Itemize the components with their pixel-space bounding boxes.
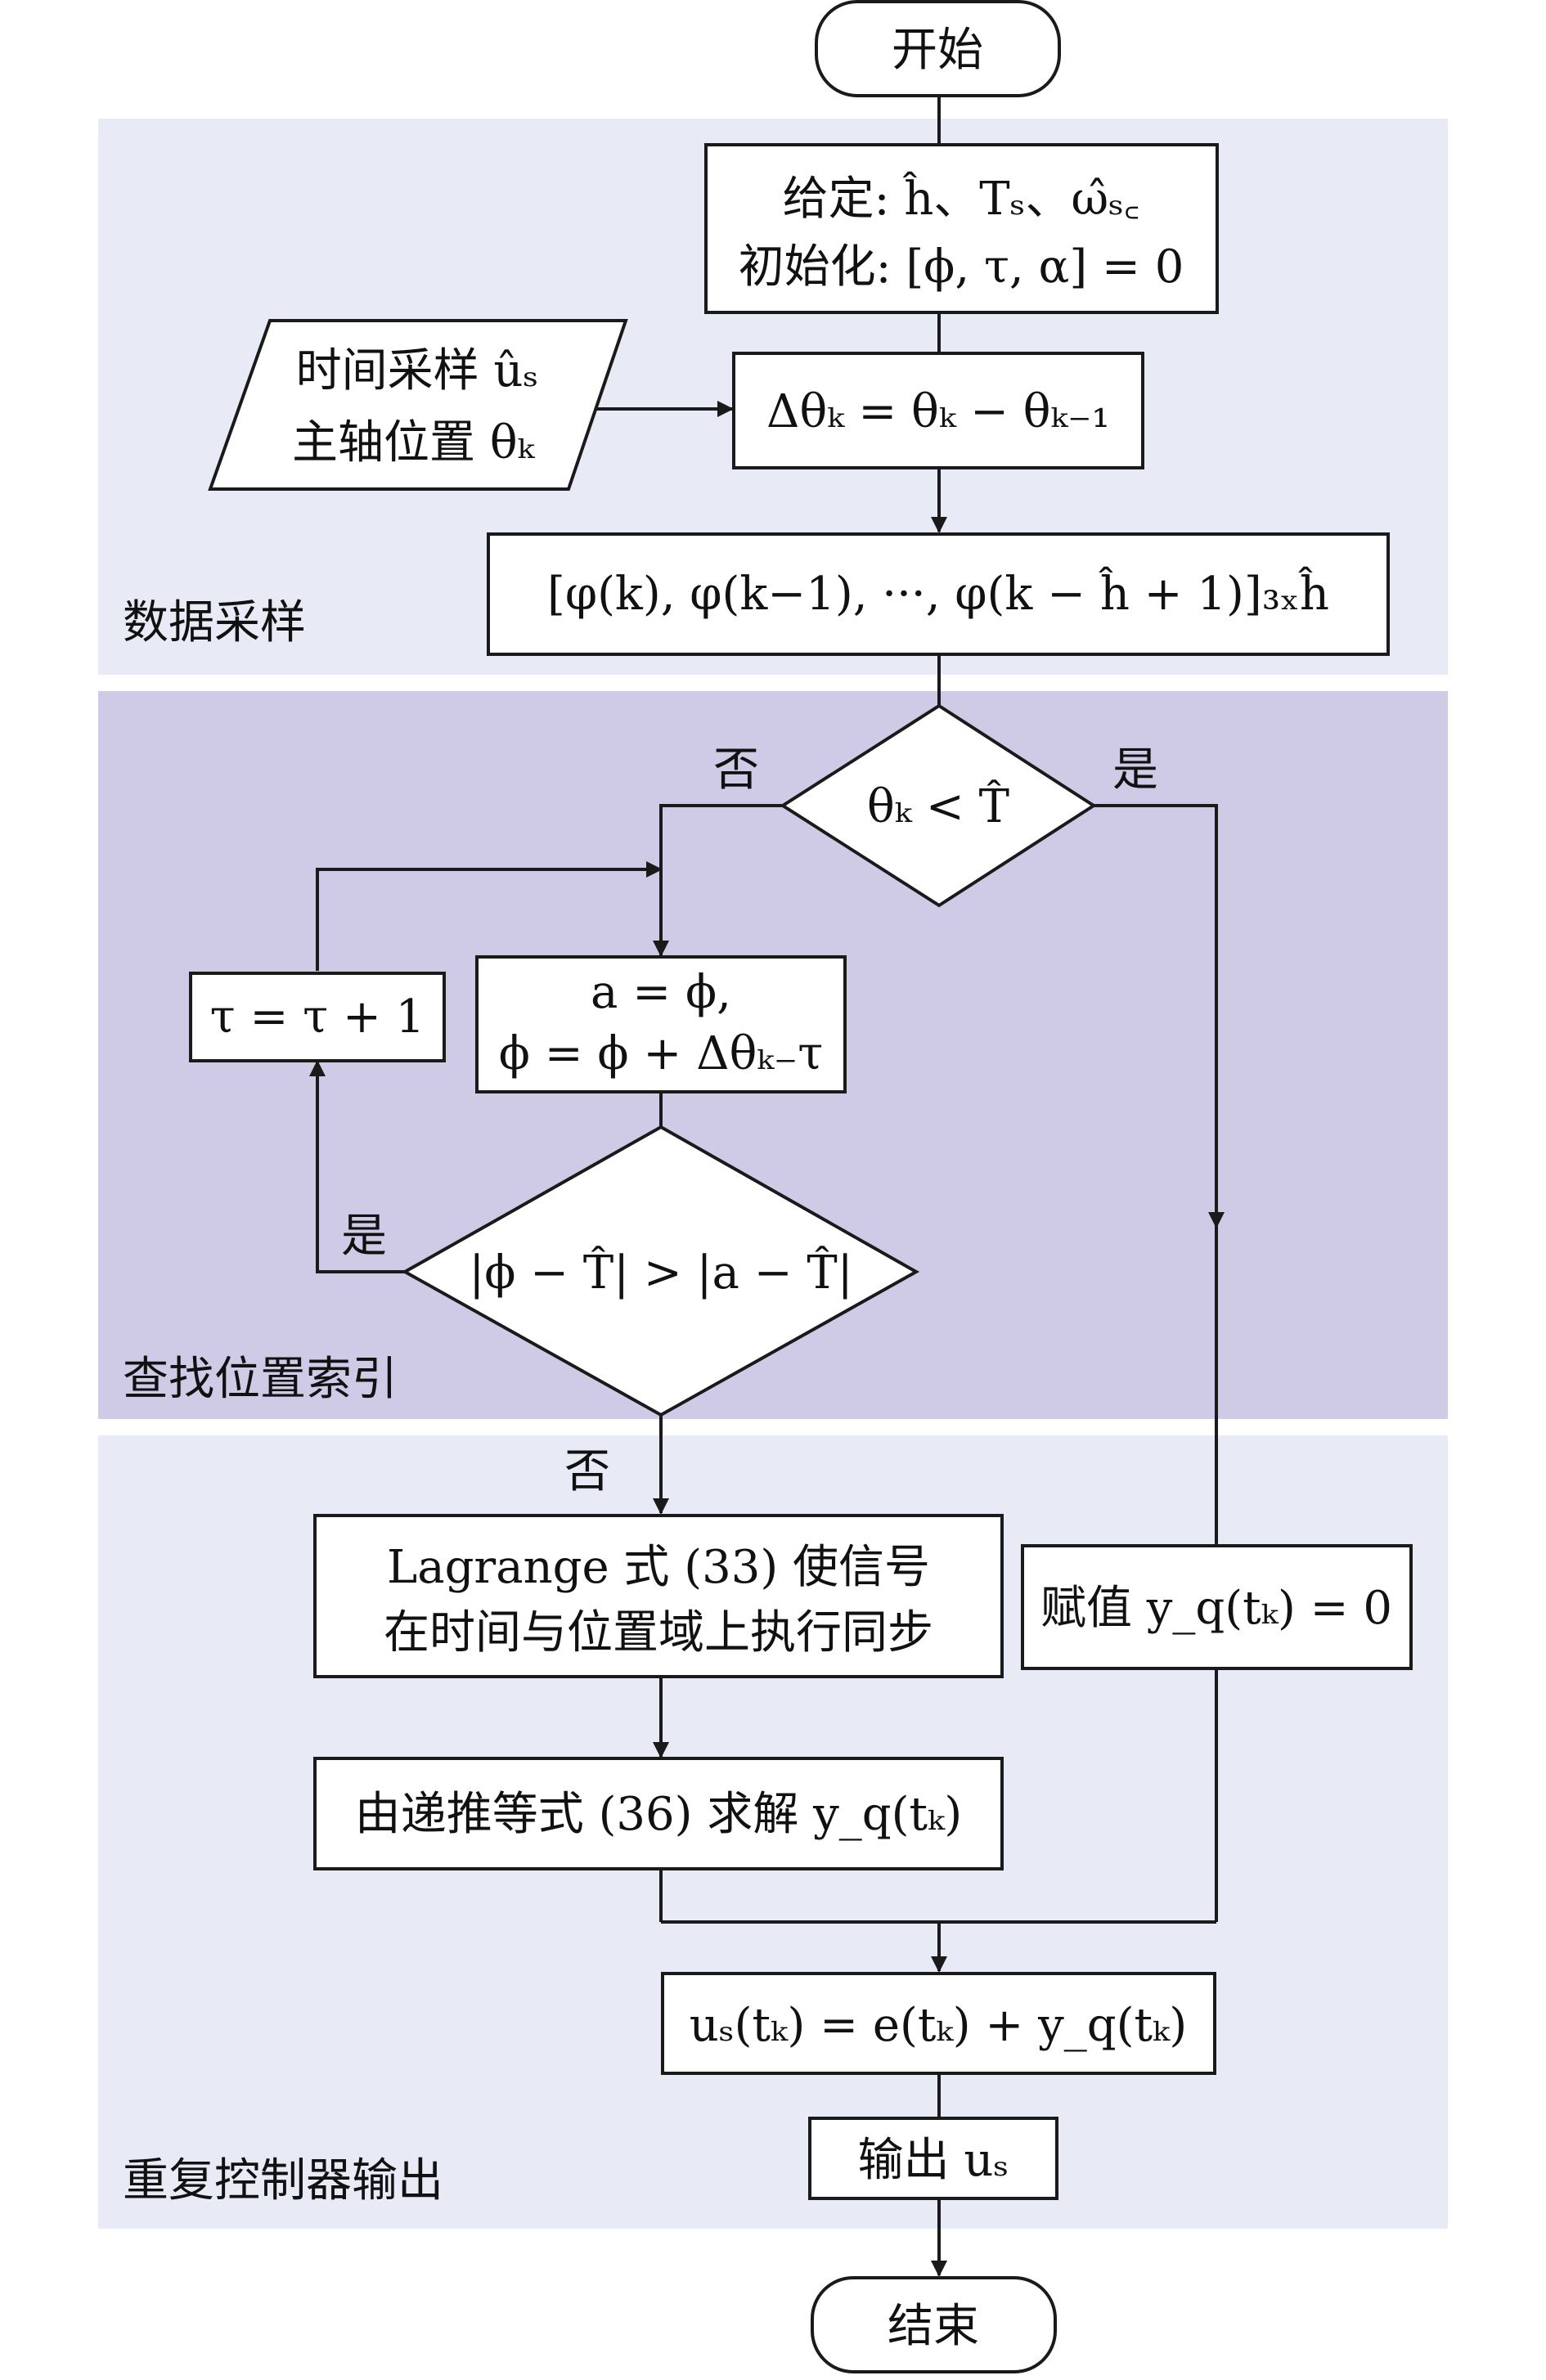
end-label: 结束 bbox=[888, 2300, 979, 2353]
init-line1: 给定: ĥ、Tₛ、ω̂ₛ꜀ bbox=[783, 172, 1140, 226]
output-eq-box bbox=[661, 1972, 1216, 2075]
input-line1: 时间采样 ûₛ bbox=[296, 344, 539, 397]
delta-box bbox=[732, 352, 1144, 469]
lagrange-box bbox=[313, 1514, 1004, 1678]
decision2-label: |ϕ − T̂| > |a − T̂| bbox=[469, 1245, 852, 1300]
delta-label: Δθₖ = θₖ − θₖ₋₁ bbox=[766, 385, 1110, 438]
solve-box bbox=[313, 1757, 1004, 1870]
region-label-rc-output: 重复控制器输出 bbox=[123, 2154, 443, 2207]
solve-label: 由递推等式 (36) 求解 y_q(tₖ) bbox=[355, 1788, 962, 1841]
edge-label-no-1: 否 bbox=[713, 743, 759, 797]
edge-loop-back bbox=[316, 868, 661, 971]
init-box bbox=[704, 143, 1219, 314]
decision2-diamond bbox=[401, 1125, 920, 1417]
matrix-box bbox=[487, 532, 1390, 656]
input-parallelogram bbox=[208, 319, 628, 491]
output-label: 输出 uₛ bbox=[858, 2134, 1009, 2187]
matrix-label: [φ(k), φ(k−1), ···, φ(k − ĥ + 1)]₃ₓĥ bbox=[547, 567, 1329, 621]
region-label-find-index: 查找位置索引 bbox=[123, 1353, 398, 1406]
output-eq-label: uₛ(tₖ) = e(tₖ) + y_q(tₖ) bbox=[690, 1999, 1187, 2052]
start-node bbox=[815, 0, 1061, 97]
edge-label-yes-1: 是 bbox=[1112, 743, 1158, 797]
edge-decision2-yes bbox=[309, 1060, 405, 1273]
assign-line2: ϕ = ϕ + Δθₖ₋τ bbox=[499, 1027, 824, 1080]
decision1-diamond bbox=[780, 703, 1097, 908]
edge-decision1-no bbox=[653, 804, 783, 957]
assign-box bbox=[475, 955, 847, 1093]
edge-label-no-2: 否 bbox=[564, 1445, 610, 1498]
edge-label-yes-2: 是 bbox=[341, 1210, 387, 1263]
output-box bbox=[808, 2117, 1058, 2200]
assign-line1: a = ϕ, bbox=[591, 966, 731, 1019]
end-node bbox=[811, 2276, 1057, 2373]
lagrange-line1: Lagrange 式 (33) 使信号 bbox=[387, 1541, 930, 1594]
input-line2: 主轴位置 θₖ bbox=[292, 416, 536, 469]
tau-label: τ = τ + 1 bbox=[210, 990, 425, 1044]
lagrange-line2: 在时间与位置域上执行同步 bbox=[384, 1606, 933, 1659]
assign-zero-label: 赋值 y_q(tₖ) = 0 bbox=[1040, 1582, 1392, 1635]
init-line2: 初始化: [ϕ, τ, α] = 0 bbox=[739, 240, 1184, 294]
tau-box bbox=[189, 972, 446, 1062]
assign-zero-box bbox=[1021, 1544, 1413, 1670]
decision1-label: θₖ < T̂ bbox=[867, 779, 1009, 833]
region-label-data-sampling: 数据采样 bbox=[123, 596, 306, 649]
edge-decision1-yes bbox=[1094, 804, 1218, 1546]
start-label: 开始 bbox=[892, 24, 983, 77]
